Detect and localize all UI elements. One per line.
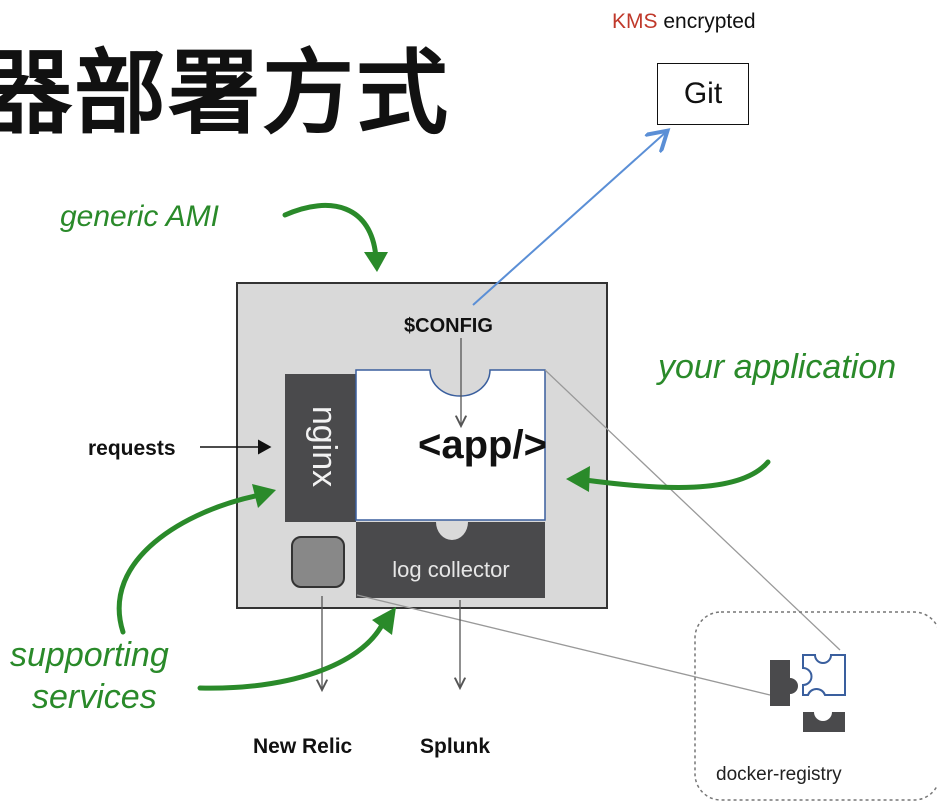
supporting-curve-2 [197, 622, 385, 691]
supporting-arrowhead-2 [372, 607, 396, 635]
nginx-piece [285, 374, 374, 522]
page-title: 器部署方式 [0, 40, 451, 147]
app-label: <app/> [418, 423, 547, 467]
docker-registry-box [694, 611, 937, 801]
your-application-label: your application [658, 348, 897, 386]
support-service-square [291, 536, 345, 588]
your-app-curve [582, 459, 771, 490]
generic-ami-label: generic AMI [60, 200, 219, 233]
registry-app-piece [802, 654, 846, 696]
registry-logcollector-piece [803, 712, 845, 732]
kms-prefix: KMS [612, 10, 658, 33]
your-app-arrowhead [566, 466, 590, 492]
splunk-label: Splunk [420, 735, 491, 758]
supporting-curve-1 [116, 492, 263, 635]
generic-ami-curve [282, 202, 379, 261]
supporting-line-2: services [32, 678, 157, 716]
requests-label: requests [88, 437, 176, 460]
git-label: Git [683, 77, 723, 110]
supporting-services-label: supporting services [10, 634, 169, 718]
nginx-label: nginx [305, 405, 344, 487]
generic-ami-arrowhead [364, 252, 388, 272]
log-collector-piece [356, 522, 545, 598]
git-box: Git [657, 63, 749, 125]
app-piece [355, 369, 546, 521]
log-collector-label: log collector [392, 557, 510, 582]
docker-registry-label: docker-registry [716, 764, 842, 785]
nginx-label-wrap: nginx [290, 376, 358, 516]
git-link-arrow [472, 132, 666, 306]
new-relic-label: New Relic [253, 735, 353, 758]
registry-nginx-piece [770, 660, 798, 706]
kms-annotation: KMS encrypted [612, 10, 756, 34]
config-label: $CONFIG [404, 315, 493, 337]
supporting-arrowhead-1 [252, 484, 276, 508]
supporting-line-1: supporting [10, 636, 169, 674]
kms-suffix: encrypted [657, 10, 756, 33]
